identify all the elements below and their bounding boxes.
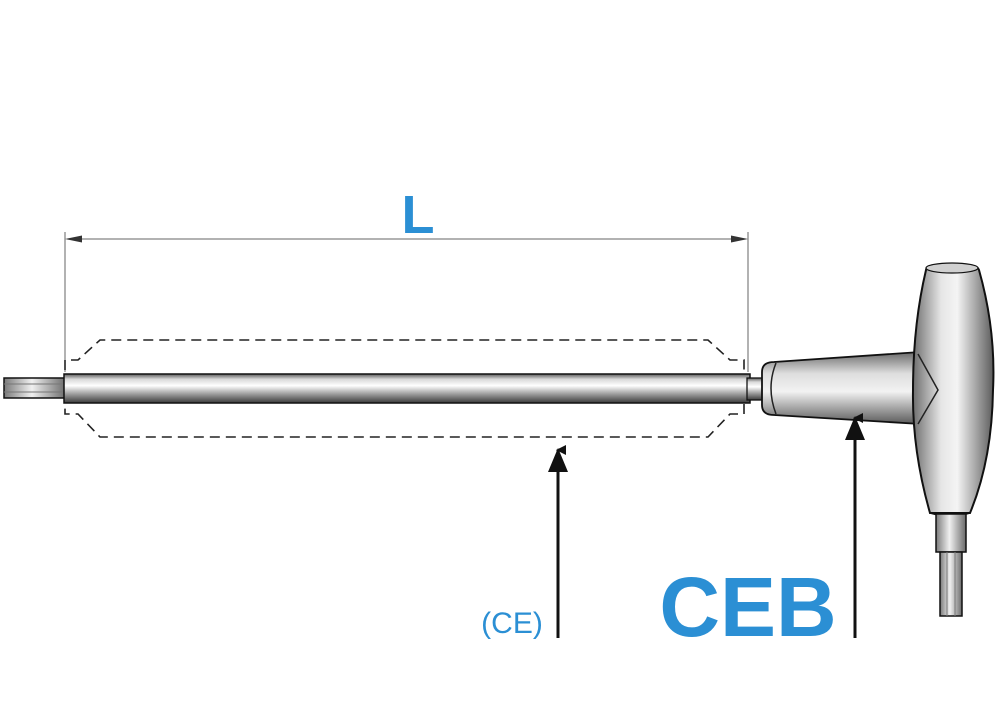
t-handle-grip <box>911 262 995 514</box>
label-ce: (CE) <box>481 607 543 640</box>
dimension-l: L <box>64 185 749 372</box>
dimension-arrow-right <box>731 235 748 243</box>
label-ceb: CEB <box>659 560 836 654</box>
shaft-collar <box>746 377 764 401</box>
dimension-arrow-left <box>65 235 82 243</box>
dimension-label-l: L <box>402 185 435 245</box>
hex-tip-left <box>3 377 67 399</box>
coating-outline-dashed <box>64 339 745 438</box>
hex-tip-bottom <box>935 513 967 617</box>
shaft <box>63 373 751 404</box>
